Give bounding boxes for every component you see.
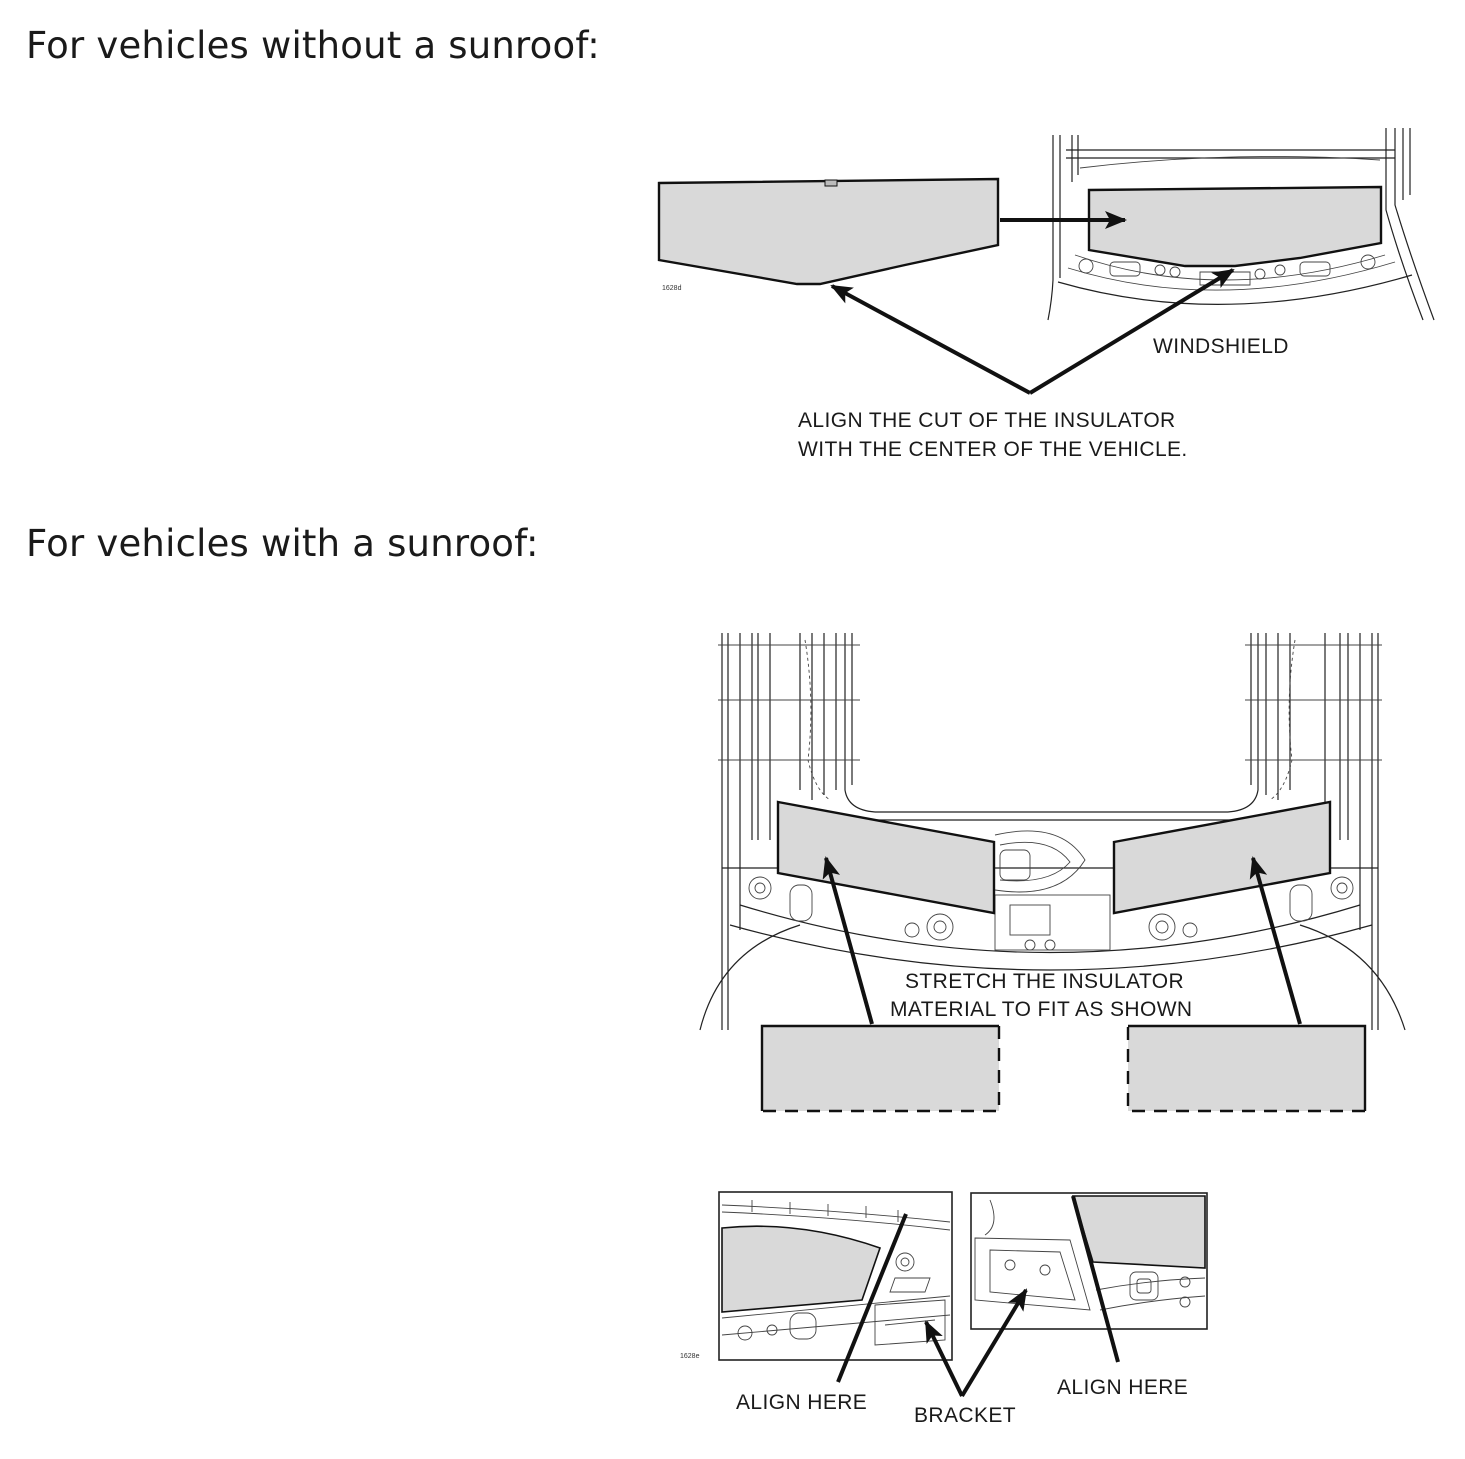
arrow-align-piece <box>830 284 1031 395</box>
detail-left: 1628e <box>680 1191 953 1361</box>
stretch-text-line1: STRETCH THE INSULATOR <box>905 970 1184 993</box>
windshield-label: WINDSHIELD <box>1153 335 1289 358</box>
bracket-label: BRACKET <box>914 1404 1016 1427</box>
insulator-right-piece <box>1126 1024 1367 1113</box>
arrow-align-roof <box>1028 268 1235 395</box>
figure-code: 1628e <box>680 1353 700 1360</box>
align-line-right <box>1071 1195 1120 1363</box>
arrow-stretch-left <box>822 856 874 1025</box>
arrow-bracket-right <box>960 1288 1028 1398</box>
align-here-left: ALIGN HERE <box>736 1391 867 1414</box>
diagram-with-sunroof: STRETCH THE INSULATOR MATERIAL TO FIT AS… <box>699 633 1406 1113</box>
align-line-left <box>836 1213 908 1383</box>
insulator-left-piece <box>760 1024 1001 1113</box>
align-text-line2: WITH THE CENTER OF THE VEHICLE. <box>798 438 1188 461</box>
roof-frame-sunroof <box>699 633 1406 1031</box>
heading-no-sunroof: For vehicles without a sunroof: <box>26 24 600 67</box>
align-here-right: ALIGN HERE <box>1057 1376 1188 1399</box>
align-text-line1: ALIGN THE CUT OF THE INSULATOR <box>798 409 1176 432</box>
figure-code: 1628d <box>662 285 682 292</box>
diagram-no-sunroof: 1628d <box>657 128 1435 461</box>
heading-with-sunroof: For vehicles with a sunroof: <box>26 522 539 565</box>
insulator-left-installed <box>776 800 996 915</box>
installed-insulator <box>1087 185 1383 268</box>
insulator-right-installed <box>1112 800 1332 915</box>
arrow-bracket-left <box>924 1320 964 1397</box>
diagram-detail-views: 1628e ALIGN HERE BRACKET ALIGN HERE <box>680 1191 1208 1427</box>
insulator-piece <box>657 177 1000 286</box>
arrow-stretch-right <box>1249 856 1302 1025</box>
stretch-text-line2: MATERIAL TO FIT AS SHOWN <box>890 998 1192 1021</box>
